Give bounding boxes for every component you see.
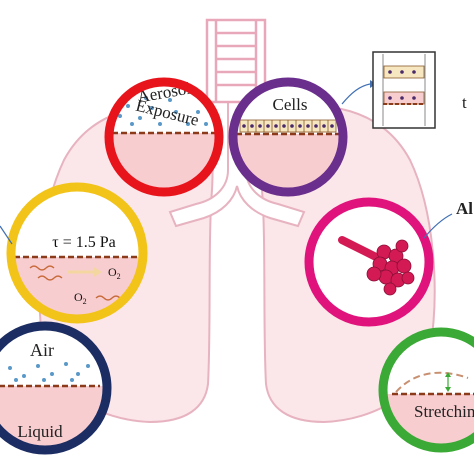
shear-pointer-line [0, 225, 13, 245]
stretching-label: Stretching [414, 402, 474, 421]
oxygen-label-1: O2 [108, 265, 121, 281]
stretching-module: Stretching [378, 327, 474, 453]
flow-wave-icon [29, 265, 121, 301]
trachea [205, 18, 267, 104]
detail-cutoff-label: t [462, 93, 467, 112]
cells-label: Cells [273, 95, 308, 114]
air-liquid-interface-module: Air Liquid [0, 321, 112, 455]
cells-module: Cells [228, 77, 348, 197]
flow-arrow-icon [68, 267, 102, 277]
aerosol-exposure-module: Aerosol Exposure [104, 77, 224, 197]
stretched-membrane-curve [395, 371, 469, 393]
alveoli-pointer-arrow [423, 213, 453, 239]
cells-detail-arrow [341, 80, 376, 105]
oxygen-label-2: O2 [74, 290, 87, 306]
cell-monolayer-icon [239, 119, 337, 133]
alveoli-cluster-icon [338, 236, 415, 296]
cell-culture-insert-detail: t [372, 51, 467, 129]
alveoli-cutoff-label: Al [456, 199, 473, 218]
aerosol-droplets-icon [118, 96, 208, 126]
liquid-label: Liquid [17, 422, 63, 441]
stretch-arrow-icon [445, 372, 451, 392]
shear-stress-label: τ = 1.5 Pa [52, 234, 115, 251]
air-droplets-icon [8, 362, 90, 382]
alveoli-module [304, 197, 434, 327]
air-label: Air [30, 340, 54, 360]
